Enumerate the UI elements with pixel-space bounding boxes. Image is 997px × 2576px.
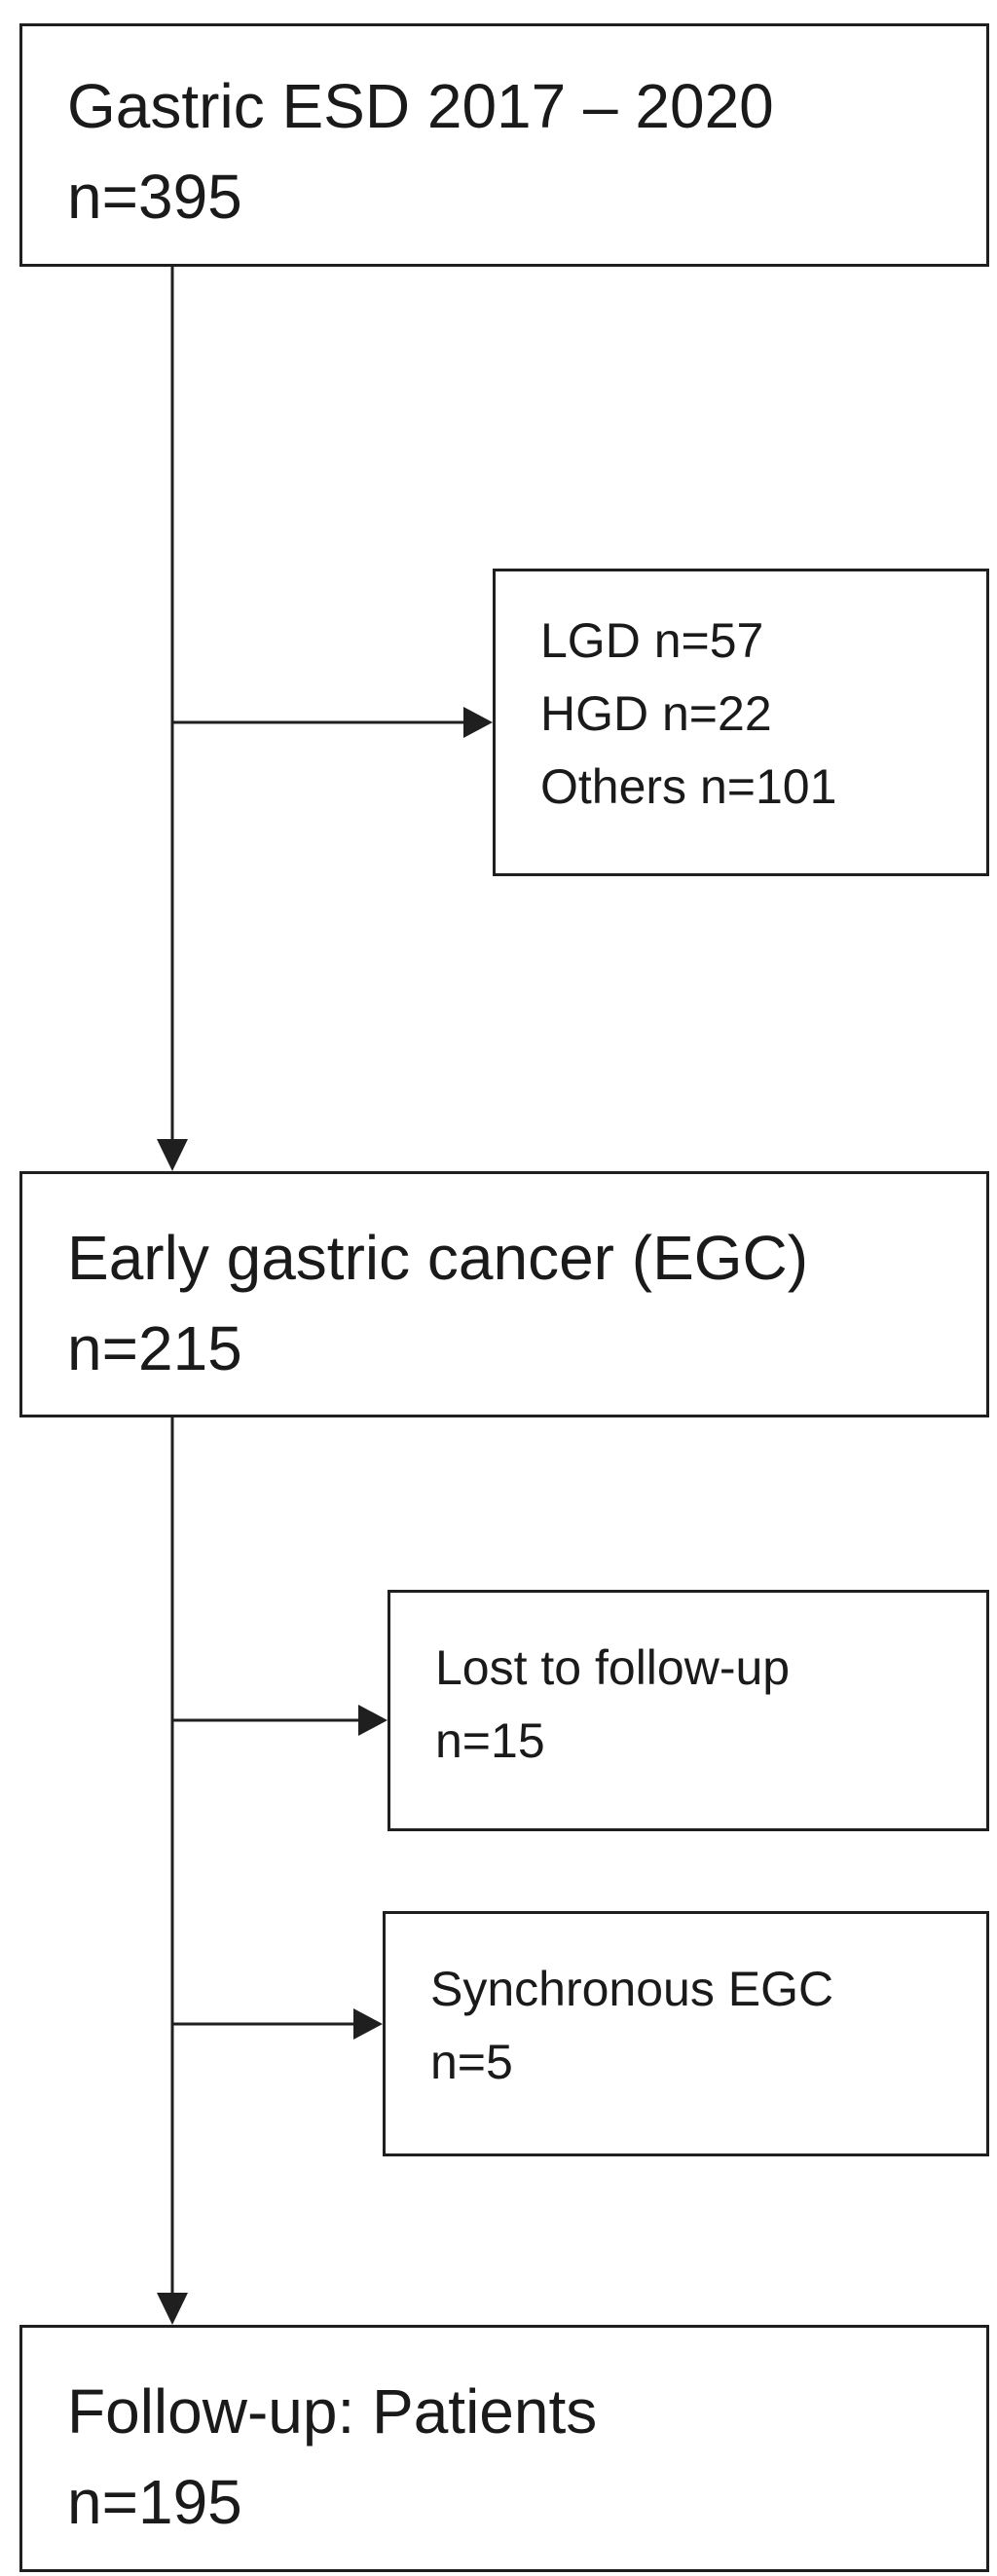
arrowhead-excluded xyxy=(463,707,493,738)
box-follow-up-patients: Follow-up: Patients n=195 xyxy=(19,2325,989,2572)
box-egc-count: n=215 xyxy=(67,1313,242,1383)
box-gastric-esd: Gastric ESD 2017 – 2020 n=395 xyxy=(19,23,989,267)
arrowhead-egc xyxy=(157,1139,188,1171)
box-gastric-esd-count: n=395 xyxy=(67,162,242,232)
arrowhead-synchronous xyxy=(353,2008,383,2040)
excluded-hgd: HGD n=22 xyxy=(540,686,772,741)
box-followup-title: Follow-up: Patients xyxy=(67,2376,598,2447)
box-gastric-esd-title: Gastric ESD 2017 – 2020 xyxy=(67,71,774,141)
box-synchronous-title: Synchronous EGC xyxy=(430,1962,834,2016)
box-early-gastric-cancer: Early gastric cancer (EGC) n=215 xyxy=(19,1171,989,1417)
box-synchronous-count: n=5 xyxy=(430,2035,513,2089)
box-followup-count: n=195 xyxy=(67,2467,242,2537)
excluded-lgd: LGD n=57 xyxy=(540,613,764,668)
box-excluded-lesions: LGD n=57 HGD n=22 Others n=101 xyxy=(493,569,989,876)
box-synchronous-egc: Synchronous EGC n=5 xyxy=(383,1911,989,2156)
box-egc-title: Early gastric cancer (EGC) xyxy=(67,1223,809,1293)
box-lost-count: n=15 xyxy=(435,1713,545,1768)
arrowhead-lost xyxy=(358,1705,388,1736)
box-lost-title: Lost to follow-up xyxy=(435,1640,791,1695)
box-lost-to-follow-up: Lost to follow-up n=15 xyxy=(388,1590,989,1831)
excluded-others: Others n=101 xyxy=(540,759,837,814)
arrowhead-followup xyxy=(157,2293,188,2325)
